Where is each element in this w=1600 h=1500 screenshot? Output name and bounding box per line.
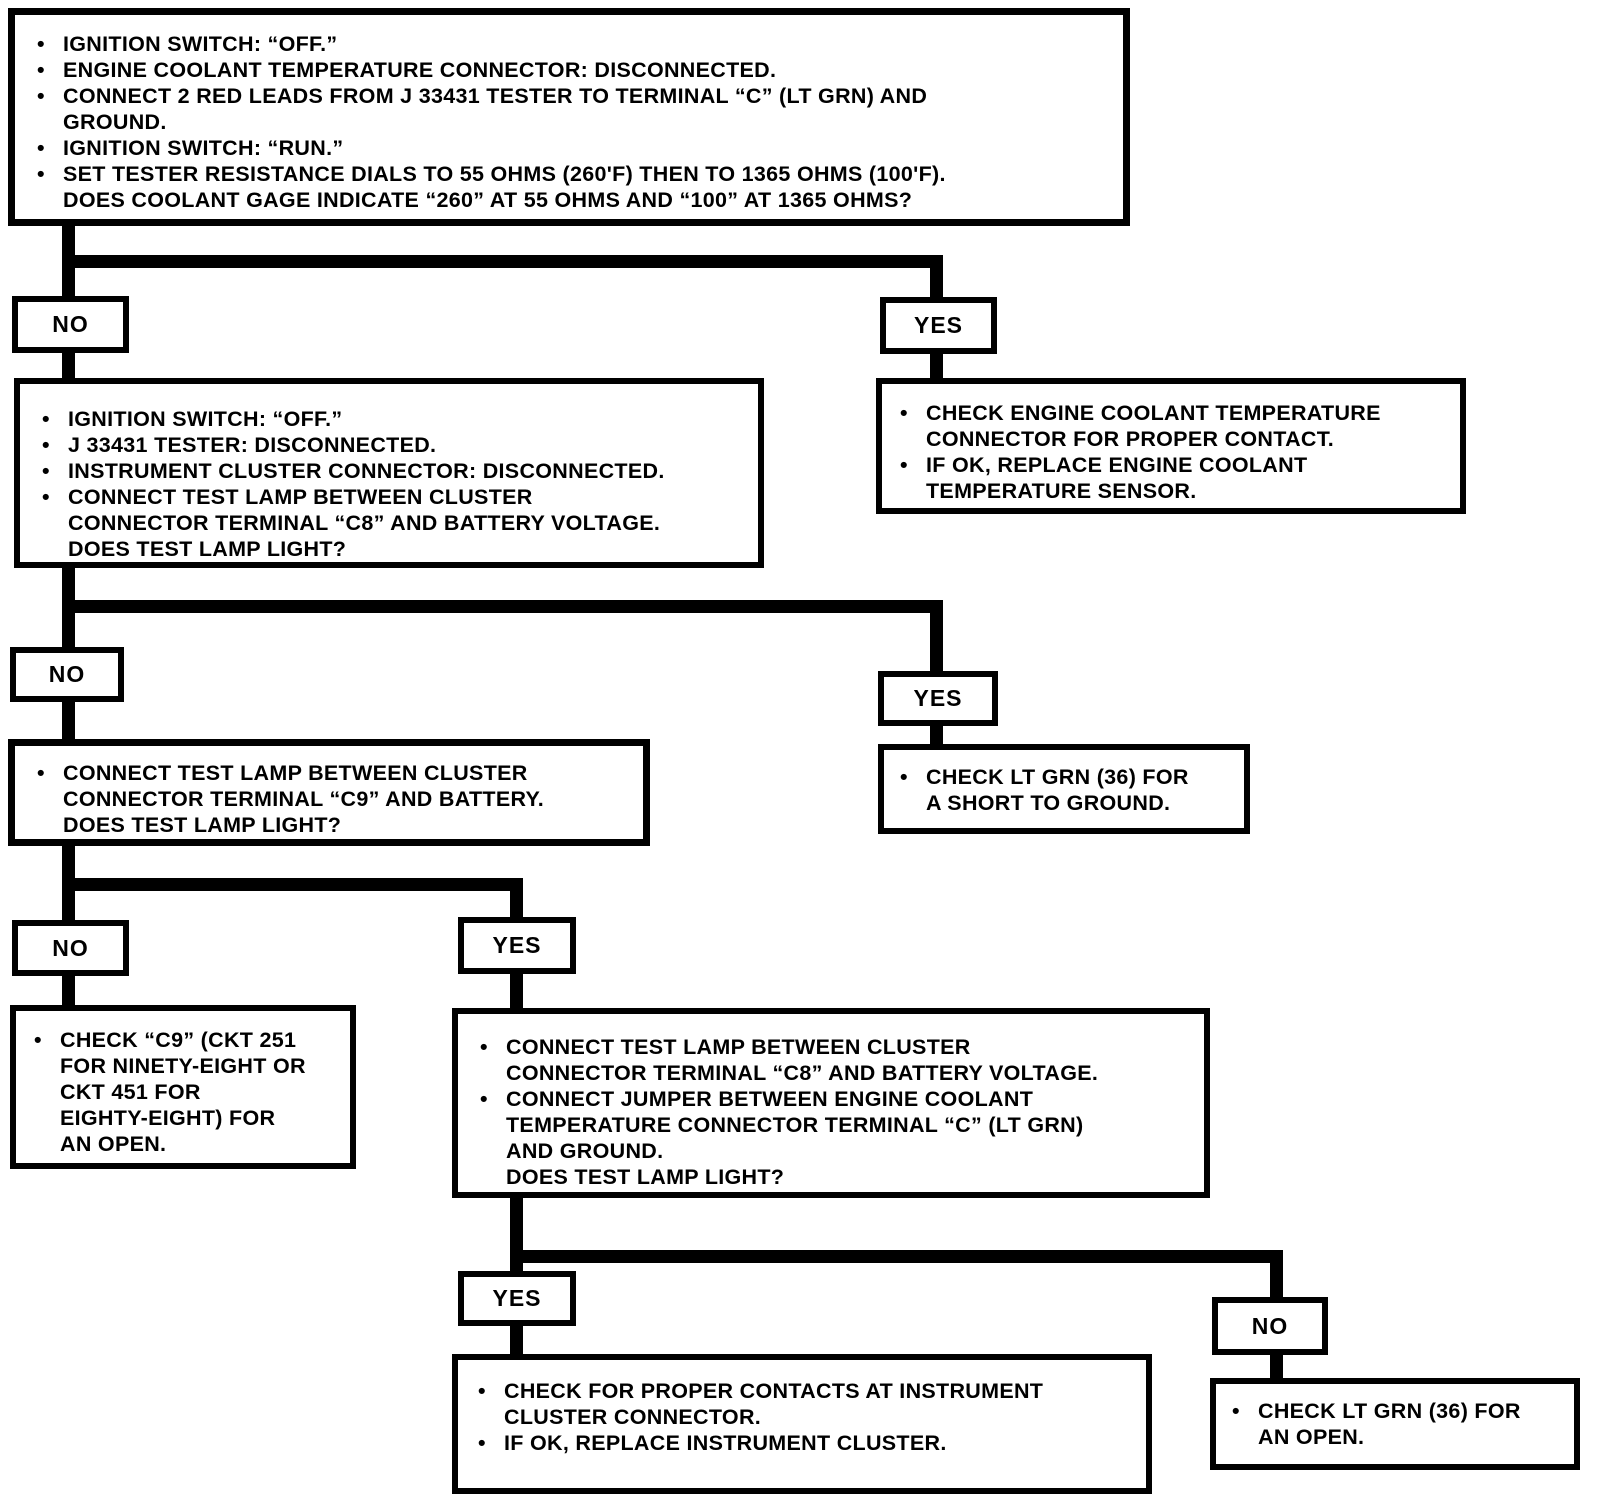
flow-box-jumper-test: • CONNECT TEST LAMP BETWEEN CLUSTER CONNE…	[452, 1008, 1210, 1198]
step-text: CHECK LT GRN (36) FOR A SHORT TO GROUND.	[926, 765, 1189, 815]
connector-bar-2	[62, 600, 943, 613]
connector-bar2-to-yes2	[930, 600, 943, 673]
decision-label: YES	[492, 1285, 542, 1311]
bullet-icon: •	[34, 1028, 42, 1052]
bullet-icon: •	[37, 162, 45, 186]
step-text: IGNITION SWITCH: “OFF.”	[63, 32, 338, 56]
decision-no-1: NO	[12, 296, 129, 353]
decision-label: YES	[492, 932, 542, 958]
step-text: SET TESTER RESISTANCE DIALS TO 55 OHMS (…	[63, 162, 946, 212]
connector-bar1-to-yes1	[930, 255, 943, 299]
bullet-icon: •	[1232, 1399, 1240, 1423]
decision-label: YES	[913, 312, 964, 338]
connector-no3-to-result3	[62, 974, 75, 1007]
bullet-icon: •	[900, 453, 908, 477]
connector-bar-4	[510, 1250, 1283, 1263]
step-text: CHECK LT GRN (36) FOR AN OPEN.	[1258, 1399, 1521, 1449]
step-text: CONNECT TEST LAMP BETWEEN CLUSTER CONNEC…	[63, 761, 545, 837]
bullet-icon: •	[480, 1087, 488, 1111]
bullet-icon: •	[37, 136, 45, 160]
bullet-icon: •	[42, 485, 50, 509]
decision-yes-4: YES	[458, 1271, 576, 1326]
bullet-icon: •	[480, 1035, 488, 1059]
step-text: IGNITION SWITCH: “OFF.”	[68, 407, 343, 431]
bullet-icon: •	[478, 1379, 486, 1403]
flow-box-check-c9-open: • CHECK “C9” (CKT 251 FOR NINETY-EIGHT OR…	[10, 1005, 356, 1169]
decision-label: NO	[52, 311, 89, 337]
bullet-icon: •	[42, 407, 50, 431]
decision-label: YES	[913, 685, 963, 711]
bullet-icon: •	[42, 433, 50, 457]
step-text: CHECK “C9” (CKT 251 FOR NINETY-EIGHT OR …	[60, 1028, 306, 1156]
bullet-icon: •	[37, 761, 45, 785]
decision-yes-1: YES	[880, 297, 997, 354]
flow-box-check-lt-grn-open: • CHECK LT GRN (36) FOR AN OPEN.	[1210, 1378, 1580, 1470]
connector-yes4-to-result4	[510, 1324, 523, 1356]
flow-box-check-ect-connector: • CHECK ENGINE COOLANT TEMPERATURE CONNEC…	[876, 378, 1466, 514]
step-text: CONNECT TEST LAMP BETWEEN CLUSTER CONNEC…	[506, 1035, 1099, 1085]
decision-label: NO	[1251, 1312, 1289, 1339]
step-text: IF OK, REPLACE INSTRUMENT CLUSTER.	[504, 1431, 947, 1455]
step-text: CHECK ENGINE COOLANT TEMPERATURE CONNECT…	[926, 401, 1381, 451]
decision-label: NO	[52, 934, 89, 961]
decision-yes-2: YES	[878, 671, 998, 726]
decision-label: NO	[48, 661, 86, 687]
flow-box-test-lamp-c8: • IGNITION SWITCH: “OFF.” • J 33431 TESTER…	[14, 378, 764, 568]
flow-box-test-lamp-c9: • CONNECT TEST LAMP BETWEEN CLUSTER CONNE…	[8, 739, 650, 846]
flow-box-initial-tester-check: • IGNITION SWITCH: “OFF.” • ENGINE COOLANT…	[8, 8, 1130, 226]
flow-box-check-cluster-contacts: • CHECK FOR PROPER CONTACTS AT INSTRUMENT…	[452, 1354, 1152, 1494]
connector-bar-3	[62, 878, 523, 891]
connector-bar-1	[62, 255, 943, 268]
flow-box-check-lt-grn-short: • CHECK LT GRN (36) FOR A SHORT TO GROUND…	[878, 744, 1250, 834]
connector-yes1-to-result1	[930, 352, 943, 379]
bullet-icon: •	[42, 459, 50, 483]
bullet-icon: •	[37, 84, 45, 108]
bullet-icon: •	[37, 32, 45, 56]
bullet-icon: •	[900, 765, 908, 789]
connector-no2-to-step3	[62, 700, 75, 741]
decision-yes-3: YES	[458, 917, 576, 974]
connector-yes3-to-step4	[510, 972, 523, 1010]
connector-bar4-to-no4	[1270, 1250, 1283, 1299]
decision-no-2: NO	[10, 647, 124, 702]
step-text: IF OK, REPLACE ENGINE COOLANT TEMPERATUR…	[926, 453, 1308, 503]
connector-no4-to-result5	[1270, 1353, 1283, 1380]
step-text: CONNECT TEST LAMP BETWEEN CLUSTER CONNEC…	[68, 485, 661, 561]
step-text: CONNECT 2 RED LEADS FROM J 33431 TESTER …	[63, 84, 928, 134]
bullet-icon: •	[478, 1431, 486, 1455]
step-text: INSTRUMENT CLUSTER CONNECTOR: DISCONNECT…	[68, 459, 665, 483]
decision-no-3: NO	[12, 920, 129, 976]
step-text: ENGINE COOLANT TEMPERATURE CONNECTOR: DI…	[63, 58, 777, 82]
decision-no-4: NO	[1212, 1297, 1328, 1355]
step-text: CHECK FOR PROPER CONTACTS AT INSTRUMENT …	[504, 1379, 1044, 1429]
connector-no1-to-step2	[62, 351, 75, 379]
connector-yes2-to-result2	[930, 724, 943, 747]
bullet-icon: •	[900, 401, 908, 425]
step-text: IGNITION SWITCH: “RUN.”	[63, 136, 344, 160]
bullet-icon: •	[37, 58, 45, 82]
step-text: J 33431 TESTER: DISCONNECTED.	[68, 433, 437, 457]
connector-bar3-to-yes3	[510, 878, 523, 919]
step-text: CONNECT JUMPER BETWEEN ENGINE COOLANT TE…	[506, 1087, 1084, 1189]
